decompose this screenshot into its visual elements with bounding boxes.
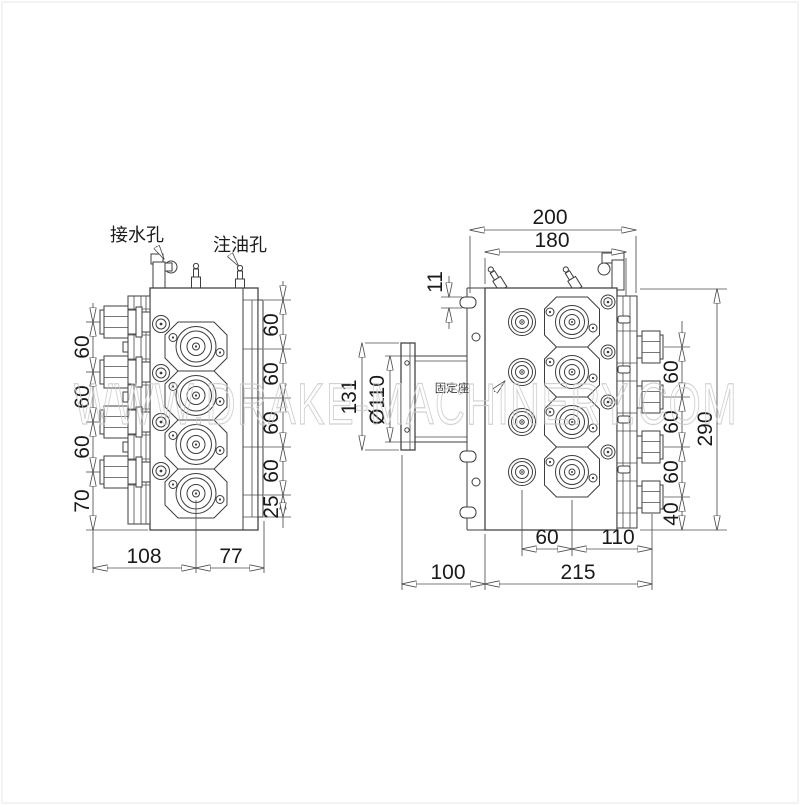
front-elbow-fitting <box>597 252 625 291</box>
dim-77: 77 <box>219 545 242 568</box>
dim-60: 60 <box>260 411 283 434</box>
side-plate-steps <box>243 299 263 518</box>
dim-60: 60 <box>71 335 94 358</box>
dim-diameter-110: Ø110 <box>366 375 389 425</box>
front-port-plates <box>544 296 600 498</box>
front-left-ports <box>508 308 536 486</box>
dim-60: 60 <box>535 526 558 549</box>
left-view-dimensions: 60 60 60 70 60 60 60 60 25 108 77 <box>71 281 291 573</box>
mounting-seat <box>400 342 468 451</box>
oil-fill-hole-label: 注油孔 <box>213 235 267 255</box>
dim-40: 40 <box>660 502 683 525</box>
front-junction-bolts <box>600 294 616 460</box>
front-view <box>400 252 664 531</box>
watermark-text: WWW.DRAKE-MACHINERY.COM <box>74 372 738 437</box>
port-plates <box>164 321 228 519</box>
front-right-plate <box>616 295 638 529</box>
dim-60: 60 <box>660 410 683 433</box>
grease-nipple-icon <box>191 262 201 289</box>
dim-11: 11 <box>424 271 447 293</box>
dim-60: 60 <box>260 313 283 336</box>
dim-100: 100 <box>430 561 465 584</box>
left-hex-fittings <box>99 305 151 489</box>
dim-290: 290 <box>694 411 717 446</box>
dim-215: 215 <box>560 561 595 584</box>
dim-60: 60 <box>260 362 283 385</box>
dim-131: 131 <box>338 379 361 414</box>
dim-60: 60 <box>260 459 283 482</box>
callout-labels: 接水孔 注油孔 固定座 <box>110 225 469 395</box>
dim-60: 60 <box>660 360 683 383</box>
left-side-view <box>99 253 264 531</box>
dim-200: 200 <box>532 206 567 229</box>
junction-bolts <box>152 315 170 480</box>
mounting-seat-label: 固定座 <box>435 381 470 395</box>
dim-25: 25 <box>260 495 283 518</box>
dim-60: 60 <box>71 435 94 458</box>
dim-60: 60 <box>71 385 94 408</box>
dim-108: 108 <box>126 545 161 568</box>
dim-180: 180 <box>534 229 569 252</box>
plate-leader-arrow <box>494 381 505 392</box>
front-view-dimensions: 200 180 11 131 Ø110 60 60 60 40 290 <box>338 206 727 590</box>
bracket-plate <box>459 287 485 531</box>
water-hole-label: 接水孔 <box>110 225 164 245</box>
dim-60: 60 <box>660 460 683 483</box>
dim-70: 70 <box>71 489 94 512</box>
right-hex-fittings <box>636 330 664 514</box>
dim-110: 110 <box>601 526 634 549</box>
